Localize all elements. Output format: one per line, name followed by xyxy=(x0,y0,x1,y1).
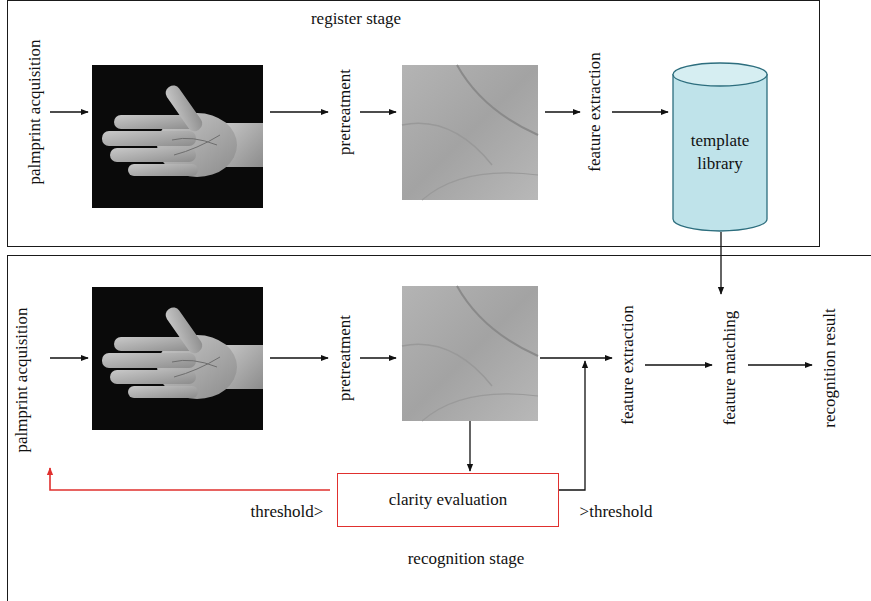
flow-arrow xyxy=(270,357,328,358)
flow-arrow xyxy=(50,111,88,112)
flow-arrow xyxy=(612,111,668,112)
palm-roi-image xyxy=(402,286,538,421)
step-label: feature matching xyxy=(720,311,740,426)
database-cylinder: template library xyxy=(672,62,768,232)
process-box: clarity evaluation xyxy=(337,473,559,527)
flow-arrow xyxy=(545,111,580,112)
step-label: feature extraction xyxy=(618,305,638,424)
step-label: palmprint acquisition xyxy=(25,40,45,185)
process-label: clarity evaluation xyxy=(389,490,507,510)
step-label: palmprint acquisition xyxy=(12,308,32,453)
step-label: pretreatment xyxy=(335,315,355,401)
hand-image xyxy=(92,287,263,430)
database-label: template library xyxy=(681,130,759,176)
hand-image xyxy=(92,65,263,208)
flow-arrow xyxy=(540,357,612,358)
flow-arrow xyxy=(50,357,88,358)
stage-panel: recognition stage clarity evaluation xyxy=(7,255,871,601)
flow-arrow xyxy=(748,364,812,365)
flow-arrow xyxy=(360,357,396,358)
cylinder-label-area: template library xyxy=(672,130,768,176)
step-label: recognition result xyxy=(820,308,840,427)
flow-arrow xyxy=(469,421,470,471)
template-arrow xyxy=(720,232,721,294)
stage-panel: register stage template library xyxy=(7,0,820,247)
retry-arrow xyxy=(50,468,330,490)
threshold-label: threshold> xyxy=(251,502,324,522)
palm-roi-image xyxy=(402,65,538,200)
flow-arrow xyxy=(270,111,328,112)
threshold-label: >threshold xyxy=(580,502,653,522)
stage-title: recognition stage xyxy=(408,549,525,569)
step-label: feature extraction xyxy=(585,52,605,171)
flow-arrow xyxy=(360,111,396,112)
stage-title: register stage xyxy=(311,9,401,29)
flow-arrow xyxy=(645,364,712,365)
pass-arrow xyxy=(553,361,585,490)
step-label: pretreatment xyxy=(335,69,355,155)
